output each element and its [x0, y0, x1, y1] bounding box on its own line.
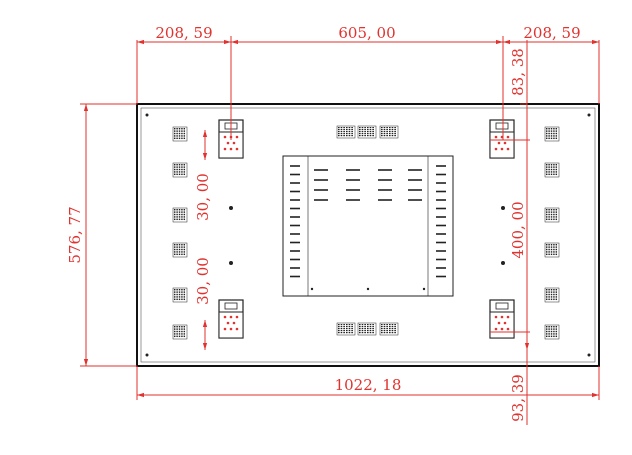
- vent-grille-icon: [544, 126, 560, 142]
- dim-top-right: 208, 59: [523, 24, 580, 42]
- dim-bracket-pitch-upper: 30, 00: [194, 173, 212, 221]
- vent-grille-icon: [544, 287, 560, 303]
- vent-grille-icon: [544, 207, 560, 223]
- screw-hole-icon: [587, 113, 591, 117]
- mounting-bracket-icon: [489, 299, 515, 339]
- vent-grille-icon: [544, 242, 560, 258]
- center-vent-grilles: [336, 125, 399, 336]
- vent-grille-icon: [336, 125, 356, 139]
- corner-screws: [145, 113, 591, 357]
- mounting-bracket-icon: [489, 119, 515, 159]
- screw-hole-icon: [145, 113, 149, 117]
- screw-hole-icon: [587, 353, 591, 357]
- mount-holes: [229, 206, 505, 265]
- dim-overall-height: 576, 77: [66, 206, 84, 263]
- dim-bottom-right-offset: 93, 39: [509, 374, 527, 422]
- dim-right-top-offset: 83, 38: [509, 48, 527, 96]
- vent-grille-icon: [379, 125, 399, 139]
- mounting-bracket-icon: [218, 299, 244, 339]
- vent-grille-icon: [172, 287, 188, 303]
- dimension-lines: [80, 36, 600, 425]
- vent-grille-icon: [172, 162, 188, 178]
- vent-grille-icon: [336, 322, 356, 336]
- side-vent-grilles: [172, 126, 560, 340]
- vent-grille-icon: [172, 126, 188, 142]
- dim-top-center: 605, 00: [338, 24, 395, 42]
- vent-grille-icon: [172, 324, 188, 340]
- vent-grille-icon: [544, 324, 560, 340]
- screw-hole-icon: [145, 353, 149, 357]
- dim-overall-width: 1022, 18: [335, 376, 402, 394]
- vent-grille-icon: [544, 162, 560, 178]
- dimension-labels: 208, 59 605, 00 208, 59 83, 38 400, 00 3…: [66, 24, 581, 422]
- vent-grille-icon: [357, 322, 377, 336]
- vent-grille-icon: [172, 242, 188, 258]
- dim-top-left: 208, 59: [155, 24, 212, 42]
- vent-grille-icon: [357, 125, 377, 139]
- central-heatsink: [282, 155, 454, 297]
- vent-grille-icon: [379, 322, 399, 336]
- dim-bracket-pitch-lower: 30, 00: [194, 257, 212, 305]
- mounting-brackets: [218, 119, 515, 339]
- vent-grille-icon: [172, 207, 188, 223]
- panel-outline: [136, 103, 600, 367]
- dim-vertical-mount-span: 400, 00: [509, 201, 527, 258]
